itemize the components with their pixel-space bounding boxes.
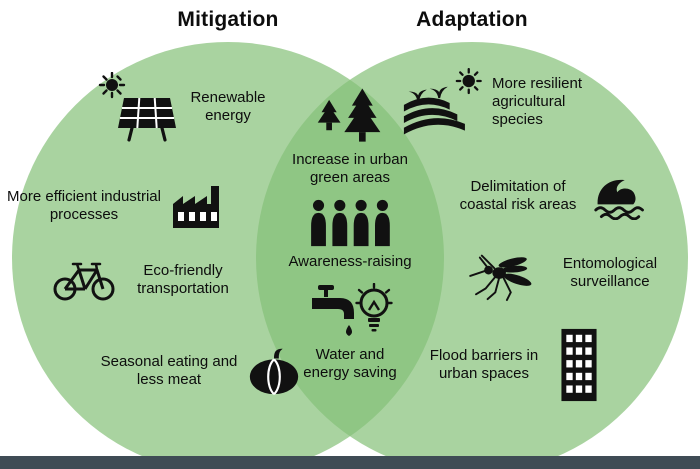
list-item: Seasonal eating and less meat <box>100 346 302 396</box>
overlap-column: Increase in urban green areas Awareness-… <box>280 86 420 382</box>
list-item: Flood barriers in urban spaces <box>420 326 602 404</box>
item-label: Delimitation of coastal risk areas <box>459 177 577 213</box>
pine-trees-icon <box>313 86 387 146</box>
pumpkin-icon <box>246 346 302 396</box>
item-label: More resilient agricultural species <box>492 74 583 129</box>
faucet-bulb-icon <box>306 282 394 341</box>
list-item: Delimitation of coastal risk areas <box>452 172 650 220</box>
factory-icon <box>171 182 223 230</box>
bicycle-icon <box>52 258 116 302</box>
field-sun-icon <box>402 68 484 136</box>
list-item: More efficient industrial processes <box>5 182 223 230</box>
mitigation-title: Mitigation <box>177 8 279 31</box>
people-group-icon <box>307 198 393 248</box>
list-item: More resilient agricultural species <box>402 68 596 136</box>
solar-panel-sun-icon <box>98 72 176 142</box>
item-label: More efficient industrial processes <box>7 187 161 223</box>
list-item: Entomological surveillance <box>462 244 666 302</box>
building-icon <box>556 326 602 404</box>
item-label: Awareness-raising <box>288 252 412 270</box>
item-label: Increase in urban green areas <box>292 151 408 187</box>
item-label: Seasonal eating and less meat <box>100 352 238 388</box>
list-item: Eco-friendly transportation <box>52 258 242 302</box>
item-label: Flood barriers in urban spaces <box>429 346 539 382</box>
item-label: Eco-friendly transportation <box>137 261 229 297</box>
item-label: Renewable energy <box>190 88 266 124</box>
footer-bar <box>0 456 700 469</box>
wave-icon <box>592 172 650 220</box>
list-item: Renewable energy <box>98 72 272 142</box>
item-label: Entomological surveillance <box>562 254 658 290</box>
item-label: Water and energy saving <box>303 345 397 382</box>
mosquito-icon <box>462 244 546 302</box>
adaptation-title: Adaptation <box>416 8 528 31</box>
